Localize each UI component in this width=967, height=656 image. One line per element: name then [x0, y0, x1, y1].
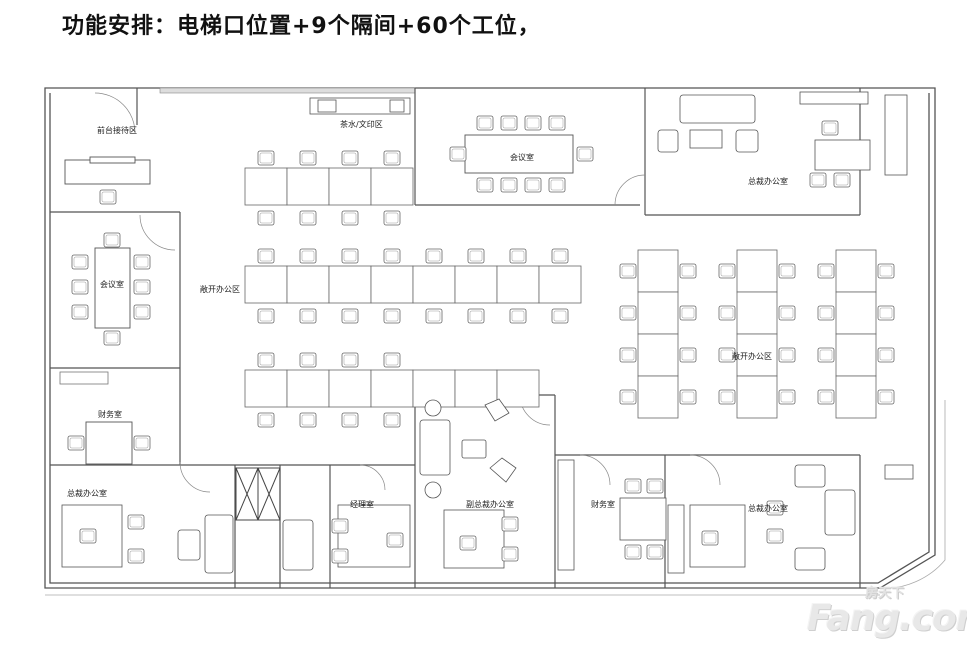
label-open-mid: 敞开办公区	[200, 285, 240, 294]
label-meeting-left: 会议室	[100, 280, 124, 289]
workstations-mid-center	[244, 248, 582, 324]
vp-office-furniture	[419, 398, 519, 569]
workstations-mid-top	[244, 150, 414, 226]
finance-bottom-furniture	[557, 459, 667, 571]
workstations-right	[619, 249, 895, 419]
door-swings	[94, 92, 721, 493]
label-ceo-bottom-right: 总裁办公室	[748, 504, 788, 513]
cabinet	[59, 371, 109, 385]
label-vice-president: 副总裁办公室	[466, 500, 514, 509]
meeting-table-top	[449, 115, 594, 193]
ceo-office-bottom-left-furniture	[61, 504, 234, 574]
label-meeting-top: 会议室	[510, 153, 534, 162]
plan-title: 功能安排：电梯口位置+9个隔间+60个工位，	[62, 14, 541, 39]
outer-walls	[44, 87, 946, 596]
elevator	[235, 467, 281, 521]
reception-desk	[64, 156, 151, 205]
watermark-logo: Fang.com	[807, 598, 967, 639]
label-reception: 前台接待区	[97, 126, 137, 135]
ceo-office-top-furniture	[657, 91, 908, 188]
label-ceo-bottom-left: 总裁办公室	[67, 489, 107, 498]
label-manager: 经理室	[350, 500, 374, 509]
label-open-right: 敞开办公区	[732, 352, 772, 361]
watermark-top-text: 房天下	[865, 586, 905, 601]
finance-left-furniture	[67, 421, 151, 465]
tea-counter	[309, 97, 411, 115]
manager-office-furniture	[282, 504, 411, 571]
label-tea: 茶水/文印区	[340, 120, 383, 129]
window-strip	[159, 87, 416, 94]
meeting-table-left	[71, 232, 151, 346]
interior-walls	[50, 88, 861, 588]
watermark: 房天下 Fang.com	[769, 582, 967, 642]
label-finance-left: 财务室	[98, 410, 122, 419]
label-finance-bottom: 财务室	[591, 500, 615, 509]
ceo-office-bottom-right-furniture	[667, 464, 914, 574]
label-ceo-top: 总裁办公室	[748, 177, 788, 186]
